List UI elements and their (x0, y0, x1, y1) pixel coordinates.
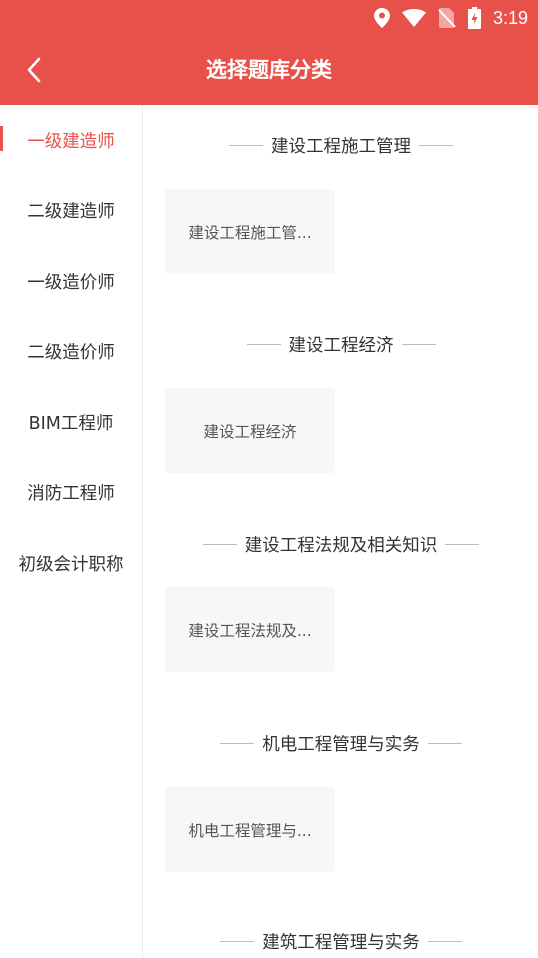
sidebar-item-label: 二级建造师 (27, 202, 115, 223)
category-sidebar: 一级建造师 二级建造师 一级造价师 二级造价师 BIM工程师 消防工程师 初级会… (0, 105, 143, 958)
subject-card[interactable]: 建设工程法规及... (165, 587, 335, 672)
subject-card[interactable]: 建设工程经济 (165, 388, 335, 473)
section-title-text: 建设工程经济 (288, 335, 394, 356)
status-icons: 3:19 (373, 5, 528, 31)
section-title: 建筑工程管理与实务 (144, 923, 538, 958)
sidebar-item-yiji-jianzaoshi[interactable]: 一级建造师 (0, 105, 142, 176)
sidebar-item-label: 二级造价师 (27, 343, 115, 364)
subject-card-label: 建设工程经济 (203, 422, 297, 441)
status-time: 3:19 (492, 7, 528, 28)
app-header: 3:19 选择题库分类 (0, 0, 538, 105)
divider-line (401, 343, 436, 345)
location-icon (373, 8, 390, 28)
sidebar-item-label: 初级会计职称 (18, 554, 124, 575)
sidebar-item-erji-jianzaoshi[interactable]: 二级建造师 (0, 176, 142, 247)
divider-line (445, 543, 480, 545)
sidebar-item-erji-zaojiashi[interactable]: 二级造价师 (0, 317, 142, 388)
divider-line (220, 742, 255, 744)
chevron-left-icon (27, 57, 41, 83)
section-title: 机电工程管理与实务 (144, 725, 538, 761)
divider-line (427, 742, 462, 744)
wifi-icon (401, 9, 426, 27)
divider-line (419, 144, 453, 146)
sidebar-item-label: 消防工程师 (27, 484, 115, 505)
sidebar-item-bim-engineer[interactable]: BIM工程师 (0, 387, 142, 458)
section-title-text: 建筑工程管理与实务 (262, 932, 420, 953)
divider-line (246, 343, 281, 345)
sidebar-item-label: 一级建造师 (27, 131, 115, 152)
subject-card-label: 机电工程管理与... (188, 821, 312, 840)
status-bar: 3:19 (0, 0, 538, 36)
section-title: 建设工程法规及相关知识 (144, 526, 538, 562)
sidebar-item-fire-engineer[interactable]: 消防工程师 (0, 458, 142, 529)
divider-line (202, 543, 237, 545)
subject-card[interactable]: 机电工程管理与... (165, 787, 335, 872)
subject-section: 建设工程法规及相关知识 建设工程法规及... (144, 526, 538, 672)
section-title: 建设工程施工管理 (144, 127, 538, 163)
subject-section: 建设工程施工管理 建设工程施工管... (144, 127, 538, 274)
divider-line (427, 940, 462, 942)
section-title-text: 机电工程管理与实务 (262, 734, 420, 755)
divider-line (220, 940, 255, 942)
section-title-text: 建设工程法规及相关知识 (244, 535, 438, 556)
sidebar-item-junior-accountant[interactable]: 初级会计职称 (0, 528, 142, 599)
subject-section: 建筑工程管理与实务 (144, 923, 538, 958)
subject-section: 建设工程经济 建设工程经济 (144, 326, 538, 473)
divider-line (229, 144, 263, 146)
sidebar-item-yiji-zaojiashi[interactable]: 一级造价师 (0, 246, 142, 317)
subject-section: 机电工程管理与实务 机电工程管理与... (144, 725, 538, 872)
no-sim-icon (438, 8, 456, 28)
subject-card[interactable]: 建设工程施工管... (165, 189, 335, 274)
back-button[interactable] (14, 52, 54, 88)
page-title: 选择题库分类 (206, 58, 332, 82)
sidebar-item-label: BIM工程师 (28, 413, 114, 434)
sidebar-item-label: 一级造价师 (27, 272, 115, 293)
section-title: 建设工程经济 (144, 326, 538, 362)
subject-card-label: 建设工程施工管... (188, 223, 312, 242)
section-title-text: 建设工程施工管理 (271, 136, 411, 157)
subject-content: 建设工程施工管理 建设工程施工管... 建设工程经济 建设工程经济 建设工程法规… (144, 105, 538, 958)
battery-charging-icon (467, 7, 481, 29)
subject-card-label: 建设工程法规及... (188, 621, 312, 640)
